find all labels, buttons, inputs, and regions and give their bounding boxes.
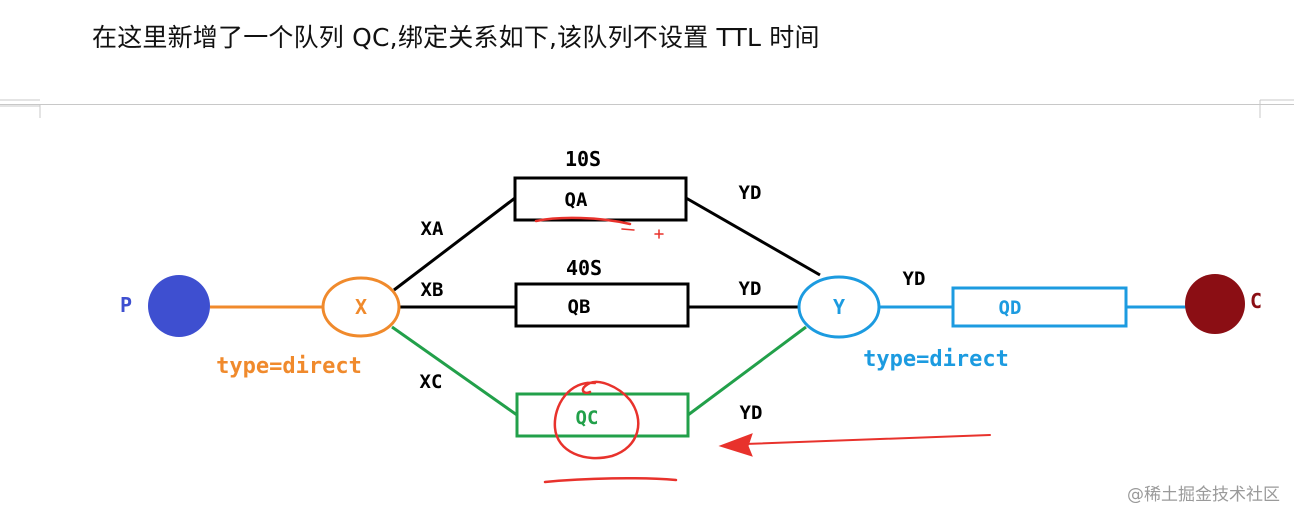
edge-x-qc bbox=[391, 325, 518, 417]
red-underline-icon bbox=[534, 216, 632, 226]
left-margin-mark-icon bbox=[0, 99, 41, 118]
queue-qa-ttl: 10S bbox=[565, 147, 601, 171]
queue-qb-ttl: 40S bbox=[566, 256, 602, 280]
red-plus-icon bbox=[654, 229, 664, 239]
red-arrow-shaft bbox=[744, 434, 991, 445]
producer-label: P bbox=[120, 293, 132, 317]
queue-qc-label: QC bbox=[576, 407, 599, 429]
red-annotation-marks bbox=[534, 216, 991, 484]
exchange-x-type-label: type=direct bbox=[216, 354, 362, 379]
exchange-x-label: X bbox=[355, 295, 367, 319]
routing-key-xa: XA bbox=[421, 218, 444, 240]
queue-qd-box bbox=[951, 286, 1128, 328]
queue-qa-box bbox=[513, 176, 688, 222]
edge-qa-y bbox=[685, 196, 821, 277]
queue-qd-label: QD bbox=[999, 297, 1022, 319]
routing-key-xc: XC bbox=[420, 371, 443, 393]
routing-key-yd-qb: YD bbox=[739, 278, 762, 300]
right-margin-mark-icon bbox=[1259, 99, 1294, 118]
edge-x-qa bbox=[393, 196, 516, 292]
exchange-y-label: Y bbox=[833, 295, 845, 319]
producer-node bbox=[148, 275, 210, 337]
routing-key-xb: XB bbox=[421, 279, 444, 301]
red-underline-icon-2 bbox=[543, 477, 678, 484]
page-heading: 在这里新增了一个队列 QC,绑定关系如下,该队列不设置 TTL 时间 bbox=[92, 23, 820, 52]
red-tick-icon bbox=[621, 228, 635, 231]
routing-key-yd-qa: YD bbox=[739, 182, 762, 204]
watermark: @稀土掘金技术社区 bbox=[1127, 485, 1280, 505]
red-arrow-icon bbox=[718, 433, 753, 457]
queue-qc-box bbox=[515, 392, 690, 438]
consumer-node bbox=[1185, 274, 1245, 334]
queue-qa-label: QA bbox=[565, 189, 588, 211]
consumer-label: C bbox=[1250, 289, 1262, 313]
queue-qb-label: QB bbox=[568, 296, 591, 318]
edge-qc-y bbox=[687, 325, 807, 417]
exchange-x-node bbox=[321, 276, 401, 338]
queue-qb-box bbox=[514, 282, 690, 328]
red-circle-highlight-icon bbox=[553, 380, 640, 460]
routing-key-yd-y: YD bbox=[903, 268, 926, 290]
exchange-y-type-label: type=direct bbox=[863, 347, 1009, 372]
exchange-y-node bbox=[797, 275, 881, 339]
page-divider bbox=[0, 104, 1294, 105]
routing-key-yd-qc: YD bbox=[740, 402, 763, 424]
